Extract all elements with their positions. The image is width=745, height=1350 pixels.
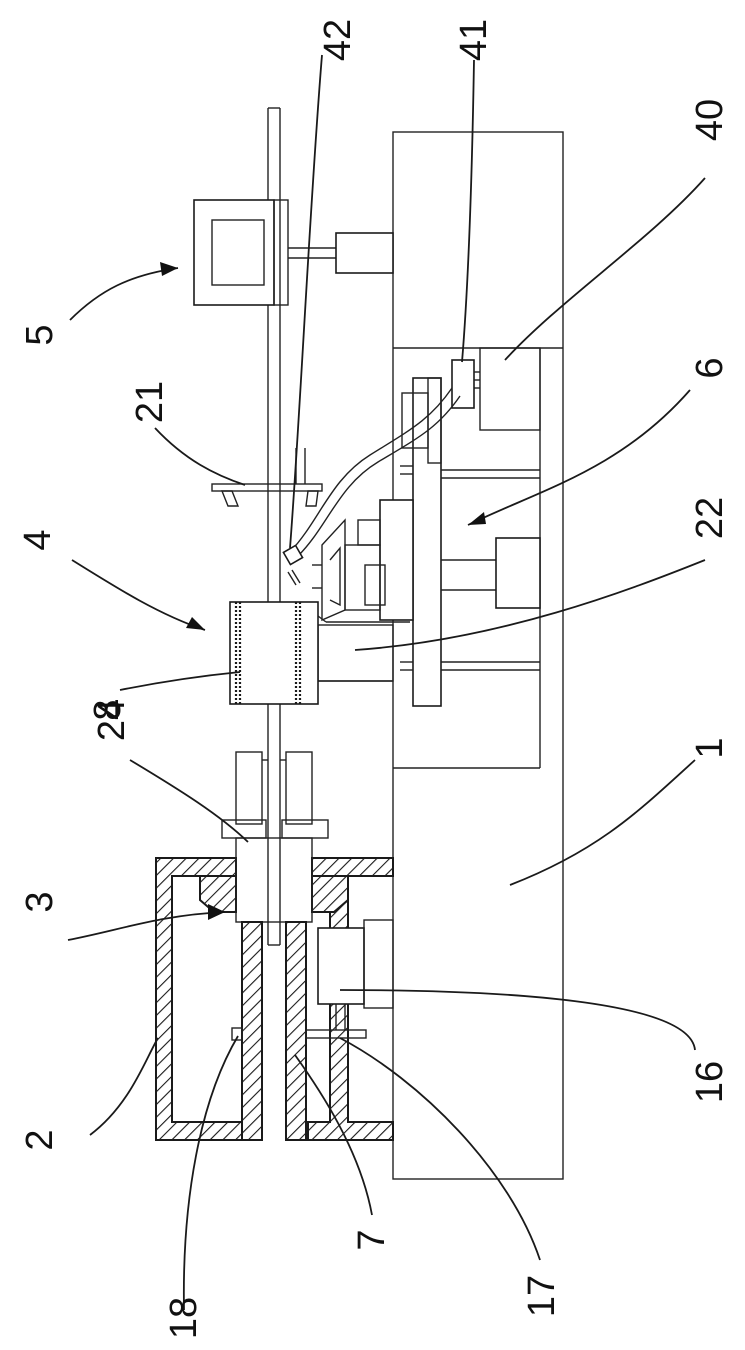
label-42: 42 [317, 19, 359, 61]
label-16: 16 [689, 1061, 731, 1103]
roller-24 [230, 602, 318, 704]
motor-16 [306, 920, 393, 1038]
label-3: 3 [19, 891, 61, 912]
label-21: 21 [129, 381, 171, 423]
coupling-8 [222, 752, 328, 838]
label-5: 5 [19, 324, 61, 345]
label-40: 40 [689, 99, 731, 141]
label-17: 17 [521, 1275, 563, 1317]
label-4: 4 [17, 529, 59, 550]
label-24: 24 [91, 699, 133, 741]
label-6: 6 [689, 357, 731, 378]
label-2: 2 [19, 1129, 61, 1150]
support-22 [318, 625, 393, 681]
reference-labels: 42 41 40 5 21 6 4 22 8 24 1 3 16 2 7 17 … [17, 19, 731, 1339]
label-7: 7 [351, 1229, 393, 1250]
label-22: 22 [689, 497, 731, 539]
label-41: 41 [453, 19, 495, 61]
label-18: 18 [163, 1297, 205, 1339]
display-unit [194, 200, 393, 305]
bracket-21 [212, 448, 322, 506]
label-1: 1 [689, 737, 731, 758]
mechanism-6 [283, 348, 540, 706]
